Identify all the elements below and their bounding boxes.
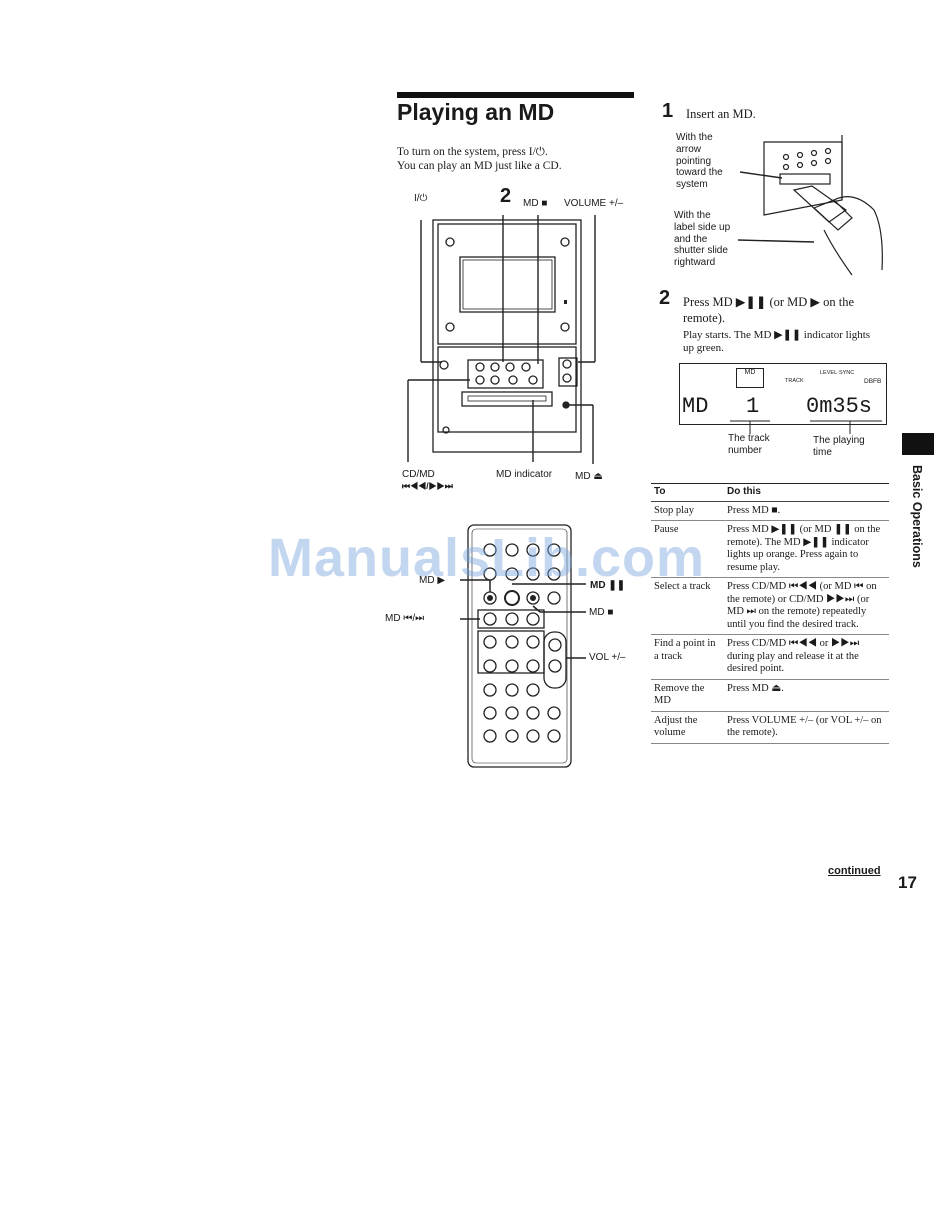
dbfb-indicator: DBFB — [864, 378, 882, 385]
table-cell: Remove the MD — [651, 679, 724, 712]
callout2-line: shutter slide — [674, 245, 728, 257]
md-stop-label: MD ■ — [523, 198, 548, 209]
remote-body — [467, 524, 572, 768]
step2-line: Press MD ▶❚❚ (or MD ▶ on the — [683, 295, 855, 309]
header-do-this: Do this — [724, 483, 889, 502]
intro-text: To turn on the system, press I/⏻. You ca… — [397, 145, 562, 173]
section-tab-label: Basic Operations — [910, 465, 924, 568]
callout2-line: label side up — [674, 221, 731, 233]
section-tab-marker — [902, 433, 934, 455]
lcd-track: 1 — [746, 394, 760, 419]
watermark: ManualsLib.com — [268, 528, 706, 588]
intro-line-1: To turn on the system, press I/⏻. — [397, 146, 548, 158]
cdmd-skip-label: ⏮◀◀/▶▶⏭ — [402, 481, 453, 491]
step1-callout-label: With the label side up and the shutter s… — [674, 210, 730, 269]
step1-text: Insert an MD. — [686, 107, 756, 121]
md-badge: MD — [736, 368, 764, 388]
continued-label: continued — [828, 865, 881, 877]
table-cell: Press VOLUME +/– (or VOL +/– on the remo… — [724, 711, 889, 744]
display-callout-lines — [730, 420, 882, 434]
callout1-line: With the — [676, 132, 713, 143]
callout2-line: With the — [674, 210, 711, 221]
table-header-row: To Do this — [651, 483, 889, 502]
section-tab: Basic Operations — [902, 465, 932, 585]
remote-md-play-label: MD ▶ — [419, 575, 446, 586]
main-unit-illustration — [407, 215, 596, 464]
table-cell: Press MD ⏏. — [724, 679, 889, 712]
callout1-line: toward the — [676, 167, 723, 179]
caption-line: number — [728, 445, 762, 456]
remote-vol-label: VOL +/– — [589, 652, 626, 663]
table-cell: Select a track — [651, 577, 724, 635]
lcd-display — [679, 363, 887, 425]
callout1-line: arrow — [676, 143, 702, 155]
track-tag: TRACK — [785, 378, 804, 384]
caption-line: time — [813, 447, 832, 458]
table-cell: Adjust the volume — [651, 711, 724, 744]
unit-body — [432, 219, 582, 453]
caption-line: The track — [728, 433, 770, 444]
step1-number: 1 — [662, 100, 674, 122]
intro-line-2: You can play an MD just like a CD. — [397, 160, 562, 172]
md-indicator-label: MD indicator — [496, 469, 553, 480]
page-number: 17 — [898, 873, 917, 892]
table-cell: Find a point in a track — [651, 634, 724, 680]
table-cell: Stop play — [651, 501, 724, 521]
track-number-caption: The track number — [728, 433, 770, 457]
remote-md-pause-label: MD ❚❚ — [590, 580, 626, 591]
level-sync-indicator: LEVEL·SYNC — [820, 370, 855, 376]
lcd-time: 0m35s — [806, 394, 873, 419]
cdmd-label: CD/MD — [402, 469, 435, 480]
step2-line: remote). — [683, 311, 725, 325]
step2-note: Play starts. The MD ▶❚❚ indicator lights… — [683, 329, 870, 355]
md-insert-illustration — [737, 135, 883, 276]
power-label: I/⏻ — [414, 193, 428, 204]
header-to: To — [651, 483, 724, 502]
remote-md-stop-label: MD ■ — [589, 607, 614, 618]
step1-callout-arrow: With the arrow pointing toward the syste… — [676, 132, 723, 191]
caption-line: The playing — [813, 435, 865, 446]
title-rule — [397, 92, 634, 98]
callout1-line: system — [676, 179, 708, 191]
page-title: Playing an MD — [397, 99, 555, 125]
unit-step-number: 2 — [500, 185, 512, 207]
volume-label: VOLUME +/– — [564, 198, 624, 209]
table-cell: Press MD ■. — [724, 501, 889, 521]
callout2-line: rightward — [674, 257, 716, 269]
playing-time-caption: The playing time — [813, 435, 865, 459]
step2-number: 2 — [659, 287, 671, 309]
table-cell: Press CD/MD ⏮◀◀ or ▶▶⏭ during play and r… — [724, 634, 889, 680]
step2-note-line: Play starts. The MD ▶❚❚ indicator lights — [683, 329, 871, 341]
remote-illustration — [460, 524, 586, 768]
table-cell: Press MD ▶❚❚ (or MD ❚❚ on the remote). T… — [724, 520, 889, 578]
callout1-line: pointing — [676, 155, 712, 167]
table-cell: Press CD/MD ⏮◀◀ (or MD ⏮ on the remote) … — [724, 577, 889, 635]
remote-md-skip-label: MD ⏮/⏭ — [385, 613, 425, 624]
lcd-source: MD — [682, 394, 709, 419]
step2-text: Press MD ▶❚❚ (or MD ▶ on the remote). — [683, 294, 854, 326]
md-eject-label: MD ⏏ — [575, 471, 603, 482]
callout2-line: and the — [674, 233, 708, 245]
table-cell: Pause — [651, 520, 724, 578]
step2-note-line: up green. — [683, 342, 724, 354]
